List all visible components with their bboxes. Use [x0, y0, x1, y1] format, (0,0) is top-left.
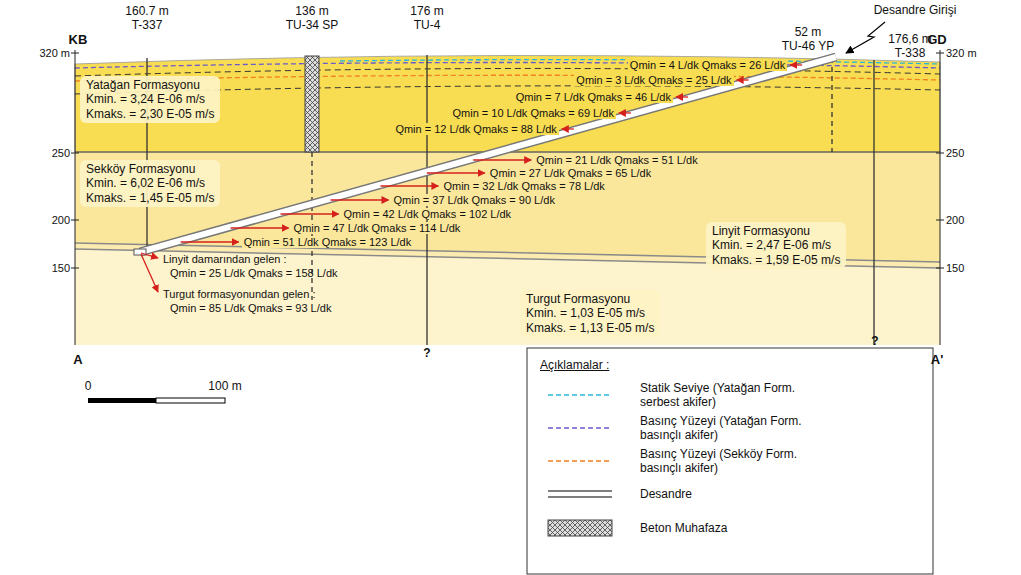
inflow-arrow	[619, 112, 631, 113]
borehole-elevation: 136 m	[295, 5, 328, 19]
legend-text: Basınç Yüzeyi (Yatağan Form. basınçlı ak…	[640, 414, 830, 443]
yatagan-layer	[75, 55, 940, 152]
borehole-name: TU-34 SP	[286, 19, 339, 33]
section-end: A	[73, 353, 82, 368]
inflow-rate: Qmin = 51 L/dk Qmaks = 123 L/dk	[242, 236, 414, 249]
borehole-name: TU-46 YP	[782, 40, 834, 54]
formation-name: Yatağan Formasyonu	[86, 78, 214, 92]
formation-label: Linyit FormasyonuKmin. = 2,47 E-06 m/sKm…	[706, 222, 846, 269]
formation-name: Linyit Formasyonu	[712, 224, 840, 238]
legend-text: Statik Seviye (Yatağan Form. serbest aki…	[640, 381, 830, 410]
entrance-arrow	[846, 22, 885, 53]
elevation-tick: 250	[52, 147, 70, 160]
inflow-rate: Qmin = 3 L/dk Qmaks = 25 L/dk	[574, 74, 733, 87]
inflow-arrow	[676, 96, 688, 97]
elevation-tick: 320 m	[946, 47, 977, 60]
legend-box	[527, 348, 933, 574]
inflow-arrow	[181, 241, 239, 242]
scale-label: 0	[85, 380, 92, 394]
inflow-arrow	[737, 79, 749, 80]
legend-title: Açıklamalar :	[540, 359, 609, 373]
borehole-elevation: 176,6 m	[888, 33, 931, 47]
inflow-arrow	[141, 253, 158, 258]
elevation-tick: 200	[946, 214, 964, 227]
inflow-rate: Qmin = 12 L/dk Qmaks = 88 L/dk	[393, 123, 558, 136]
boreholes	[147, 55, 874, 345]
elevation-tick: 200	[52, 214, 70, 227]
borehole-name: TU-4	[414, 19, 441, 33]
inflow-rate: Qmin = 42 L/dk Qmaks = 102 L/dk	[342, 208, 514, 221]
formation-name: Sekköy Formasyonu	[86, 162, 214, 176]
inflow-rate: Qmin = 85 L/dk Qmaks = 93 L/dk	[170, 302, 331, 315]
scale-bar	[156, 398, 225, 403]
permeability-value: Kmaks. = 2,30 E-05 m/s	[86, 107, 214, 121]
legend-sample	[548, 460, 612, 462]
entrance-label: Desandre Girişi	[874, 4, 957, 18]
inflow-note: Linyit damarından gelen :	[163, 253, 287, 266]
elevation-tick: 150	[946, 262, 964, 275]
axes	[71, 50, 944, 345]
legend-sample	[548, 490, 612, 491]
legend-text: Desandre	[640, 487, 830, 501]
borehole-name: T-338	[895, 47, 926, 61]
scale-bar	[88, 398, 156, 403]
section-end: A'	[931, 353, 943, 368]
formation-label: Turgut FormasyonuKmin. = 1,03 E-05 m/sKm…	[520, 290, 660, 337]
inflow-arrow	[141, 254, 158, 292]
sekkoy-layer	[75, 152, 940, 262]
elevation-tick: 150	[52, 262, 70, 275]
inflow-rate: Qmin = 25 L/dk Qmaks = 158 L/dk	[170, 267, 338, 280]
inflow-arrow	[231, 227, 289, 228]
permeability-value: Kmin. = 3,24 E-06 m/s	[86, 92, 214, 106]
inflow-note: Turgut formasyonundan gelen :	[163, 288, 315, 301]
inflow-arrow	[473, 159, 531, 160]
inflow-rate: Qmin = 7 L/dk Qmaks = 46 L/dk	[514, 91, 673, 104]
legend-sample	[548, 394, 612, 396]
formation-label: Sekköy FormasyonuKmin. = 6,02 E-06 m/sKm…	[80, 160, 220, 207]
inflow-rate: Qmin = 27 L/dk Qmaks = 65 L/dk	[488, 167, 653, 180]
inflow-arrow	[562, 128, 574, 129]
inflow-arrow	[281, 213, 339, 214]
borehole-name: T-337	[132, 19, 163, 33]
inflow-rate: Qmin = 21 L/dk Qmaks = 51 L/dk	[534, 154, 699, 167]
permeability-value: Kmin. = 6,02 E-06 m/s	[86, 176, 214, 190]
permeability-value: Kmin. = 1,03 E-05 m/s	[526, 306, 654, 320]
formation-label: Yatağan FormasyonuKmin. = 3,24 E-06 m/sK…	[80, 76, 220, 123]
borehole-elevation: 52 m	[795, 26, 822, 40]
legend-sample	[548, 520, 612, 536]
legend-text: Beton Muhafaza	[640, 521, 830, 535]
inflow-rate: Qmin = 37 L/dk Qmaks = 90 L/dk	[392, 194, 557, 207]
unknown-mark: ?	[423, 347, 430, 361]
inflow-arrow	[331, 199, 389, 200]
permeability-value: Kmin. = 2,47 E-06 m/s	[712, 238, 840, 252]
inflow-arrow	[380, 185, 438, 186]
inflow-arrow	[427, 172, 485, 173]
elevation-tick: 250	[946, 147, 964, 160]
direction-label: KB	[69, 33, 88, 48]
elevation-tick: 320 m	[39, 47, 70, 60]
inflow-rate: Qmin = 4 L/dk Qmaks = 26 L/dk	[628, 59, 787, 72]
legend-text: Basınç Yüzeyi (Sekköy Form. basınçlı aki…	[640, 447, 830, 476]
permeability-value: Kmaks. = 1,45 E-05 m/s	[86, 191, 214, 205]
legend-sample	[548, 496, 612, 497]
concrete-casing	[305, 56, 319, 152]
formation-name: Turgut Formasyonu	[526, 292, 654, 306]
inflow-rate: Qmin = 32 L/dk Qmaks = 78 L/dk	[441, 180, 606, 193]
permeability-value: Kmaks. = 1,59 E-05 m/s	[712, 253, 840, 267]
scale-label: 100 m	[208, 380, 241, 394]
inflow-rate: Qmin = 10 L/dk Qmaks = 69 L/dk	[450, 107, 615, 120]
borehole-elevation: 160.7 m	[125, 5, 168, 19]
legend-sample	[548, 427, 612, 429]
inflow-rate: Qmin = 47 L/dk Qmaks = 114 L/dk	[292, 222, 463, 235]
unknown-mark: ?	[871, 335, 878, 349]
borehole-elevation: 176 m	[410, 5, 443, 19]
inflow-arrow	[790, 64, 802, 65]
turgut-layer	[75, 249, 940, 345]
permeability-value: Kmaks. = 1,13 E-05 m/s	[526, 321, 654, 335]
